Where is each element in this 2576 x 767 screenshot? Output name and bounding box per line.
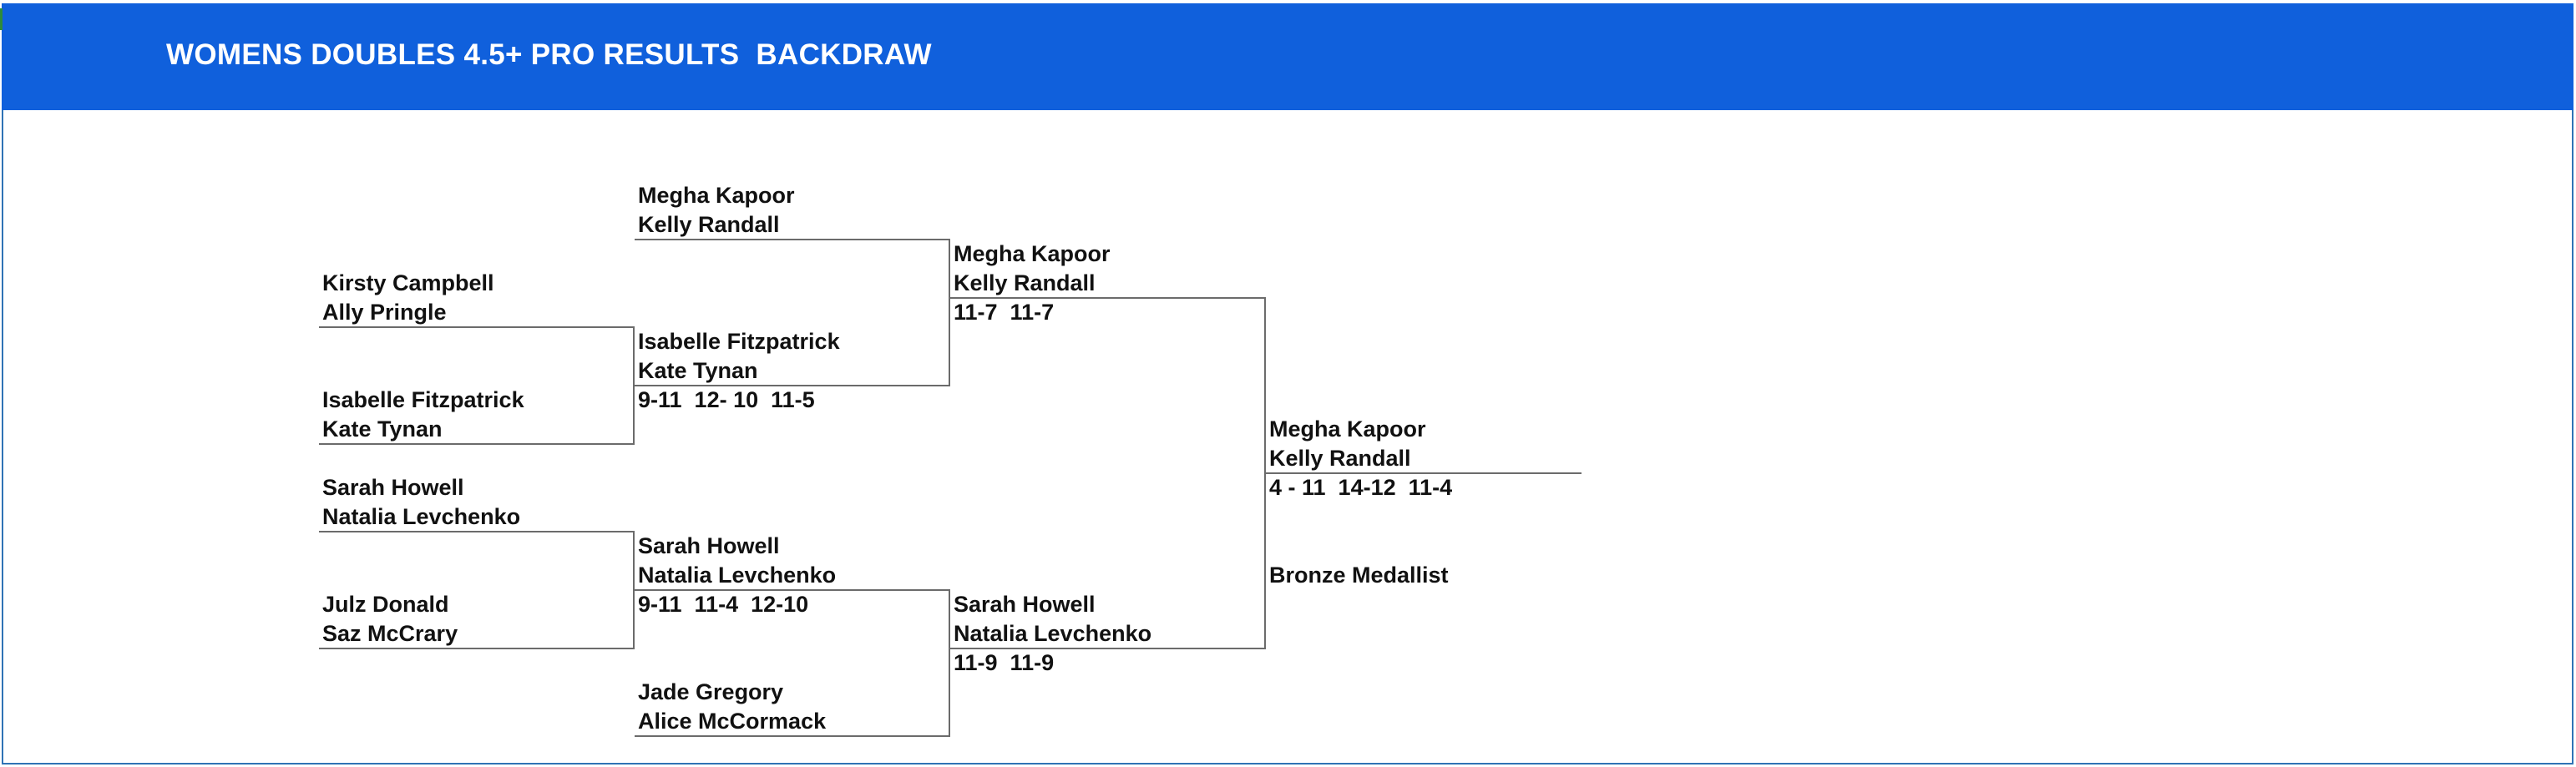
r2-connector-top: [949, 239, 950, 386]
r2-connector-bottom: [949, 589, 950, 737]
r3-m2-score: 11-9 11-9: [954, 650, 1055, 675]
r2-m2-score: 9-11 12- 10 11-5: [638, 387, 815, 412]
header-bar: WOMENS DOUBLES 4.5+ PRO RESULTS BACKDRAW: [2, 3, 2573, 110]
r1-m4-line: [319, 648, 635, 649]
r1-connector-top: [633, 326, 635, 445]
r3-m1-line: [950, 297, 1266, 299]
r1-m3-line: [319, 531, 635, 532]
r2-m1-player1: Megha Kapoor: [638, 183, 795, 208]
r3-m1-player2: Kelly Randall: [954, 270, 1096, 295]
final-score: 4 - 11 14-12 11-4: [1269, 475, 1453, 500]
final-player2: Kelly Randall: [1269, 446, 1411, 471]
r2-m2-player1: Isabelle Fitzpatrick: [638, 329, 840, 354]
page-title: WOMENS DOUBLES 4.5+ PRO RESULTS BACKDRAW: [166, 38, 932, 71]
r2-m4-player1: Jade Gregory: [638, 679, 784, 704]
r3-m1-player1: Megha Kapoor: [954, 241, 1111, 266]
r1-m4-player2: Saz McCrary: [322, 621, 458, 646]
bronze-medallist-label: Bronze Medallist: [1269, 563, 1449, 588]
r1-m1-player1: Kirsty Campbell: [322, 270, 494, 295]
r2-m1-player2: Kelly Randall: [638, 212, 780, 237]
r1-m3-player2: Natalia Levchenko: [322, 504, 521, 529]
r3-m1-score: 11-7 11-7: [954, 300, 1055, 325]
cell-marker: [0, 8, 3, 30]
page-frame: [2, 3, 2573, 764]
r2-m3-score: 9-11 11-4 12-10: [638, 592, 809, 617]
final-player1: Megha Kapoor: [1269, 416, 1426, 442]
r1-connector-bottom: [633, 531, 635, 649]
r3-m2-line: [950, 648, 1266, 649]
r2-m3-player1: Sarah Howell: [638, 533, 780, 558]
r3-m2-player1: Sarah Howell: [954, 592, 1096, 617]
r1-m2-line: [319, 443, 635, 445]
r2-m1-line: [635, 239, 950, 240]
r1-m1-line: [319, 326, 635, 328]
r3-m2-player2: Natalia Levchenko: [954, 621, 1152, 646]
r3-connector: [1264, 297, 1266, 649]
r2-m4-player2: Alice McCormack: [638, 709, 827, 734]
r2-m3-line: [635, 589, 950, 591]
r1-m1-player2: Ally Pringle: [322, 300, 447, 325]
final-line: [1266, 472, 1582, 474]
r2-m2-player2: Kate Tynan: [638, 358, 758, 383]
r1-m4-player1: Julz Donald: [322, 592, 449, 617]
r2-m2-line: [635, 385, 950, 386]
r1-m2-player2: Kate Tynan: [322, 416, 443, 442]
r1-m2-player1: Isabelle Fitzpatrick: [322, 387, 524, 412]
r2-m3-player2: Natalia Levchenko: [638, 563, 837, 588]
r2-m4-line: [635, 735, 950, 737]
r1-m3-player1: Sarah Howell: [322, 475, 464, 500]
